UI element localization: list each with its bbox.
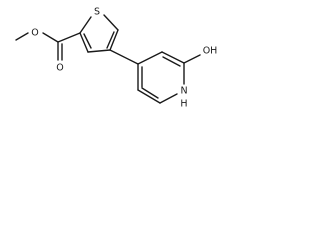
bond-thiophene-pyridine	[109, 49, 139, 65]
bond-c2-s	[79, 16, 92, 34]
atom-hydroxy-oh: OH	[203, 46, 218, 57]
atom-label-group: O O S OH N H	[31, 7, 217, 110]
bond-c4-c3	[87, 49, 111, 53]
atom-thiophene-s: S	[94, 7, 100, 18]
bond-py-n-c6	[159, 93, 178, 104]
atom-carbonyl-o: O	[56, 63, 63, 74]
bond-c2-oh	[183, 54, 201, 64]
bond-o-carbonyl-c	[42, 32, 59, 43]
atom-pyridine-n: N	[180, 86, 187, 97]
bond-carbonyl-thiophene	[57, 32, 81, 43]
bond-group	[15, 14, 201, 104]
bond-py-c4-c3	[137, 51, 163, 65]
bond-s-c5	[103, 14, 119, 31]
bond-py-c3-c2	[161, 51, 185, 64]
bond-c5-c4-inner	[106, 31, 115, 49]
atom-pyridine-h: H	[180, 99, 187, 110]
bond-c5-c4	[109, 29, 119, 51]
bond-py-c6-c5-inner	[141, 87, 159, 99]
atom-methoxy-o: O	[31, 28, 38, 39]
chemical-structure-diagram: O O S OH N H	[15, 7, 217, 110]
bond-py-c3-c2-inner	[162, 56, 181, 67]
bond-methyl-o	[15, 32, 29, 41]
bond-c3-c2	[79, 32, 89, 53]
bond-py-c6-c5	[137, 89, 161, 104]
bond-c3-c2-inner	[83, 33, 92, 49]
